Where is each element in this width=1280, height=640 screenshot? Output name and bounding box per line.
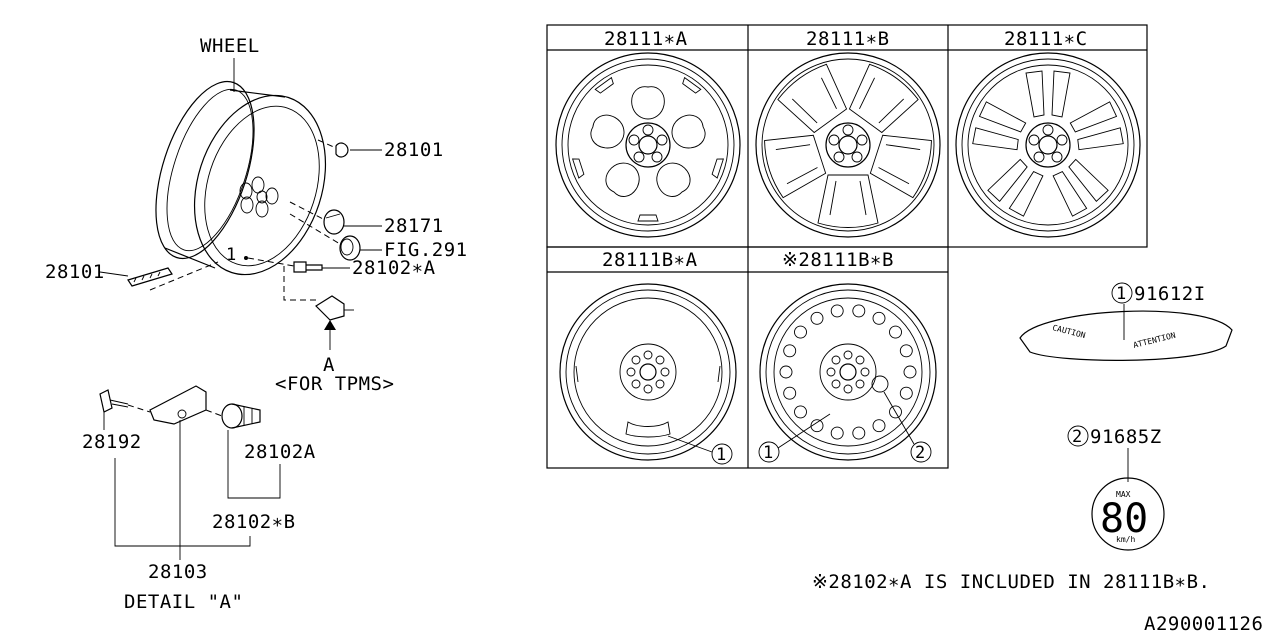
label-28103: 28103 — [148, 561, 208, 583]
header-28111A: 28111∗A — [604, 28, 688, 50]
detail-title: DETAIL "A" — [124, 591, 243, 613]
vent-hole — [810, 311, 824, 325]
vent-hole — [783, 386, 797, 400]
wheel-28111A — [555, 52, 741, 238]
speed-value: 80 — [1100, 496, 1148, 542]
header-28111B: 28111∗B — [806, 28, 890, 50]
header-28111BA: 28111B∗A — [602, 249, 698, 271]
marker-1: 1 — [226, 245, 236, 265]
fig-ref-part: FIG.291 — [289, 213, 468, 261]
label-28192: 28192 — [82, 431, 142, 453]
valve-a-part: 28102∗A — [247, 257, 436, 279]
weight-label: 28101 — [45, 261, 105, 283]
vent-hole — [810, 419, 824, 433]
center-cap-part: 28171 — [289, 201, 444, 237]
vent-hole — [794, 405, 807, 419]
tpms-sensor-part: A <FOR TPMS> — [275, 266, 394, 395]
callout-1a — [711, 443, 733, 465]
label-28102B: 28102∗B — [212, 511, 296, 533]
wheel-rim-back-inner — [166, 88, 254, 252]
caution-text: CAUTION — [1052, 323, 1087, 340]
footnote: ※28102∗A IS INCLUDED IN 28111B∗B. — [812, 571, 1210, 593]
center-cap-label: 28171 — [384, 215, 444, 237]
weight-part: 28101 1 — [45, 245, 236, 291]
vent-hole — [889, 405, 902, 419]
callout-1a-text: 1 — [716, 445, 726, 465]
vent-hole — [830, 426, 844, 440]
vent-hole — [830, 304, 844, 318]
wheel-28111BB — [759, 283, 937, 461]
wheel-top-edge — [229, 89, 286, 98]
callout-1b — [758, 441, 780, 463]
callout-2-text: 2 — [915, 443, 925, 463]
valve-a-label: 28102∗A — [352, 257, 436, 279]
wheel-bottom-edge — [164, 247, 216, 269]
caution-sticker — [1019, 310, 1233, 361]
vent-hole — [852, 304, 866, 318]
header-28111BB: ※28111B∗B — [782, 249, 894, 271]
valve-cap-label: 28101 — [384, 139, 444, 161]
arrow-a-label: A — [323, 354, 335, 376]
vent-hole — [872, 419, 886, 433]
wheel-rim-front-inner — [204, 105, 320, 267]
callout-2 — [910, 441, 932, 463]
wheel-28111B — [755, 52, 941, 238]
wheel-28111BB-vent-holes — [779, 304, 917, 440]
vent-hole — [783, 344, 797, 358]
vent-hole — [779, 365, 793, 379]
speed-max-text: MAX — [1116, 490, 1131, 499]
vent-hole — [872, 311, 886, 325]
tpms-label: <FOR TPMS> — [275, 373, 394, 395]
speed-unit: km/h — [1116, 535, 1135, 544]
vent-hole — [852, 426, 866, 440]
sensor-28103 — [149, 385, 207, 425]
wheel-label: WHEEL — [200, 35, 260, 57]
wheel-28111C — [955, 52, 1141, 238]
wheel-assembly: WHEEL 28101 — [45, 35, 468, 395]
wheel-rim-back — [155, 80, 255, 260]
caution-number: 1 — [1116, 284, 1126, 304]
diagram-id: A290001126 — [1144, 613, 1263, 635]
caution-part-label: 91612I — [1134, 283, 1206, 305]
valve-hole — [244, 256, 248, 260]
vent-hole — [899, 344, 913, 358]
speed-label-part: 2 91685Z MAX 80 km/h — [1067, 425, 1165, 551]
wheel-grid: 28111∗A 28111∗B 28111∗C 28111B∗A ※28111B… — [546, 24, 1148, 469]
valve-stem-28102A — [205, 403, 261, 429]
wheel-lug-holes — [239, 176, 279, 218]
wheel-28111BA — [559, 283, 737, 461]
label-28102A: 28102A — [244, 441, 316, 463]
vent-hole — [899, 386, 913, 400]
screw-28192 — [99, 389, 113, 413]
speed-part-label: 91685Z — [1090, 426, 1162, 448]
vent-hole — [889, 325, 902, 339]
attention-text: ATTENTION — [1132, 331, 1176, 350]
speed-number: 2 — [1072, 427, 1082, 447]
vent-hole — [794, 325, 807, 339]
fig-ref-label: FIG.291 — [384, 239, 468, 261]
caution-label-part: 1 91612I CAUTION ATTENTION — [1019, 282, 1233, 361]
header-28111C: 28111∗C — [1004, 28, 1088, 50]
vent-hole — [903, 365, 917, 379]
valve-cap-part: 28101 — [317, 139, 444, 161]
callout-1b-text: 1 — [763, 443, 773, 463]
speed-sticker — [1091, 477, 1165, 551]
detail-a: 28192 28102A 28102∗B 28103 DETAIL "A" — [82, 385, 316, 613]
wheel-rim-front — [193, 94, 327, 276]
